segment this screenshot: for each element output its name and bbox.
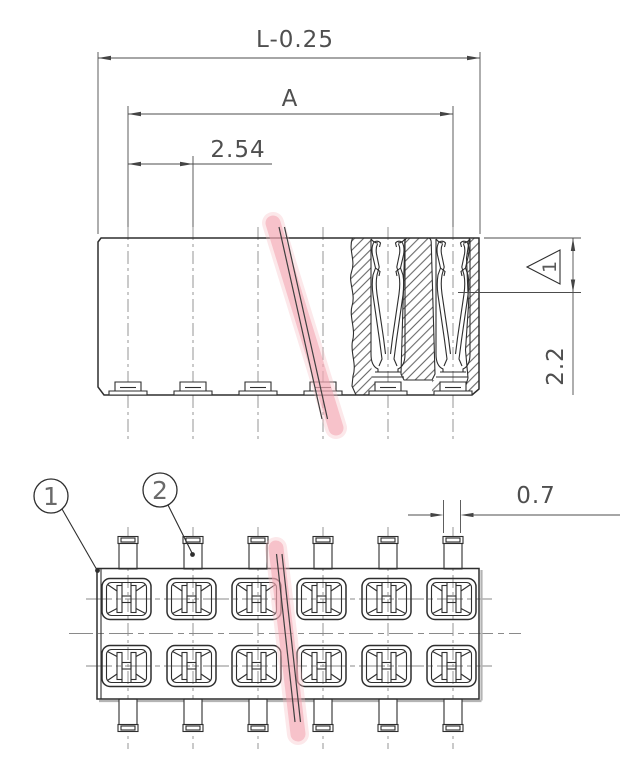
revision-triangle-label: 1 [539, 261, 561, 273]
dim-contact-span-label: A [282, 86, 299, 112]
bottom-plan-view: 0.7 1 2 [33, 472, 620, 749]
dimension-pad-width: 0.7 [408, 483, 620, 533]
break-highlight-plan-view [265, 537, 309, 745]
insulator-body-outline [97, 237, 480, 396]
balloon-1: 1 [33, 478, 100, 573]
break-highlight-side-view [262, 212, 347, 439]
balloon-1-label: 1 [43, 482, 59, 511]
dim-height-label: 2.2 [543, 346, 569, 386]
dim-pad-width-label: 0.7 [516, 483, 556, 509]
dim-pitch-label: 2.54 [210, 137, 265, 163]
side-view-centerlines [127, 227, 454, 442]
dimension-overall-length: L-0.25 [97, 27, 481, 234]
balloon-2-leader-dot [190, 552, 195, 557]
balloon-2: 2 [142, 472, 195, 557]
side-section-view: L-0.25 A 2.54 1 2.2 [97, 27, 581, 442]
dimension-contact-span: A [127, 86, 454, 227]
solder-feet [108, 381, 473, 396]
dimension-pitch: 2.54 [128, 137, 272, 227]
revision-triangle-icon [525, 249, 561, 285]
balloon-1-leader-dot [95, 568, 100, 573]
dim-overall-length-label: L-0.25 [256, 27, 334, 53]
balloon-2-label: 2 [152, 476, 168, 505]
dimension-height: 1 2.2 [458, 237, 581, 395]
